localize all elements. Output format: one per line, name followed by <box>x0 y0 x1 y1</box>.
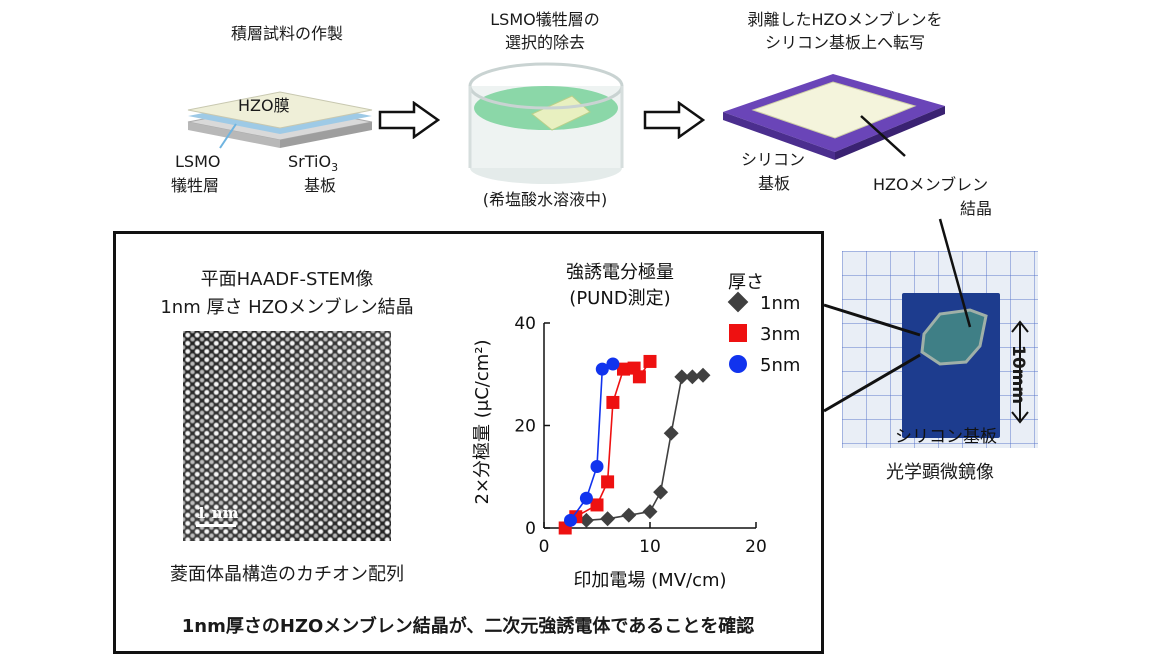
layered-sample-illustration <box>187 91 373 149</box>
data-point-5nm <box>564 513 577 527</box>
silicon-label-line2: 基板 <box>758 174 791 193</box>
x-tick-label: 20 <box>745 537 767 557</box>
data-point-1nm <box>642 504 658 520</box>
legend-marker-1nm <box>727 291 749 313</box>
legend-label-5nm: 5nm <box>760 355 800 376</box>
legend-label-1nm: 1nm <box>760 293 800 314</box>
data-point-1nm <box>695 367 711 383</box>
stem-title-line2: 1nm 厚さ HZOメンブレン結晶 <box>160 297 414 318</box>
legend-marker-3nm <box>729 324 747 342</box>
step1-title: 積層試料の作製 <box>230 24 344 43</box>
series-line-1nm <box>586 374 704 522</box>
series-line-3nm <box>564 360 651 529</box>
data-point-5nm <box>590 460 604 473</box>
y-axis-label: 2×分極量 (μC/cm²) <box>472 339 493 504</box>
legend-title: 厚さ <box>728 272 764 293</box>
hzo-membrane-label-line1: HZOメンブレン <box>873 175 989 194</box>
data-point-3nm <box>601 475 615 489</box>
photo-caption: 光学顕微鏡像 <box>886 462 994 483</box>
srtio3-label: SrTiO3 <box>288 152 339 175</box>
plot-area: 0 10 20 0 20 40 <box>514 314 766 557</box>
y-tick-label: 20 <box>514 417 536 437</box>
data-point-1nm <box>684 369 700 385</box>
haadf-stem-image <box>183 331 391 541</box>
hzo-film-label: HZO膜 <box>238 96 290 115</box>
silicon-substrate-illustration <box>723 74 945 160</box>
stem-scale-bar <box>196 524 236 527</box>
data-point-3nm <box>590 498 604 512</box>
y-tick-label: 40 <box>514 314 536 334</box>
step3-title-line2: シリコン基板上へ転写 <box>764 33 926 52</box>
data-point-1nm <box>600 511 616 527</box>
data-point-5nm <box>595 362 609 376</box>
stem-scale-label: 1 nm <box>196 504 239 522</box>
stem-title-line1: 平面HAADF-STEM像 <box>200 269 374 290</box>
data-point-5nm <box>579 491 593 505</box>
legend-label-3nm: 3nm <box>760 324 800 345</box>
data-point-1nm <box>674 369 690 385</box>
size-label: 10mm <box>1008 345 1028 405</box>
data-point-3nm <box>617 362 630 376</box>
step3-title-line1: 剥離したHZOメンブレンを <box>747 10 943 29</box>
data-point-3nm <box>606 395 620 409</box>
silicon-substrate-photo-label: シリコン基板 <box>895 427 997 447</box>
data-point-3nm <box>632 370 646 384</box>
x-tick-label: 10 <box>639 537 661 557</box>
arrow-right-icon <box>643 101 705 139</box>
chart-title-line2: (PUND測定) <box>569 288 670 309</box>
legend: 1nm 3nm 5nm <box>727 291 800 376</box>
sacrificial-layer-label: 犠牲層 <box>171 176 220 195</box>
data-point-1nm <box>663 425 679 441</box>
lsmo-label: LSMO <box>175 152 221 171</box>
beaker-illustration <box>468 62 624 184</box>
stem-caption: 菱面体晶構造のカチオン配列 <box>170 564 404 585</box>
legend-marker-5nm <box>729 355 747 373</box>
step2-title-line1: LSMO犠牲層の <box>490 10 600 29</box>
data-point-1nm <box>653 484 669 500</box>
chart-title-line1: 強誘電分極量 <box>566 262 674 283</box>
arrow-right-icon <box>378 101 440 139</box>
y-tick-label: 0 <box>525 519 536 539</box>
results-frame <box>113 231 824 654</box>
data-point-5nm <box>606 357 620 371</box>
hzo-membrane-label-line2: 結晶 <box>960 199 993 218</box>
x-axis-label: 印加電場 (MV/cm) <box>573 570 726 591</box>
x-tick-label: 0 <box>539 537 550 557</box>
callout-lines <box>823 218 972 413</box>
size-arrow-icon <box>1011 320 1029 424</box>
conclusion-text: 1nm厚さのHZOメンブレン結晶が、二次元強誘電体であることを確認 <box>181 616 755 637</box>
substrate-label: 基板 <box>304 176 337 195</box>
solution-note: (希塩酸水溶液中) <box>482 190 608 209</box>
data-point-1nm <box>621 507 637 523</box>
step2-title-line2: 選択的除去 <box>504 33 586 52</box>
silicon-label-line1: シリコン <box>741 150 806 169</box>
data-point-3nm <box>643 354 657 368</box>
